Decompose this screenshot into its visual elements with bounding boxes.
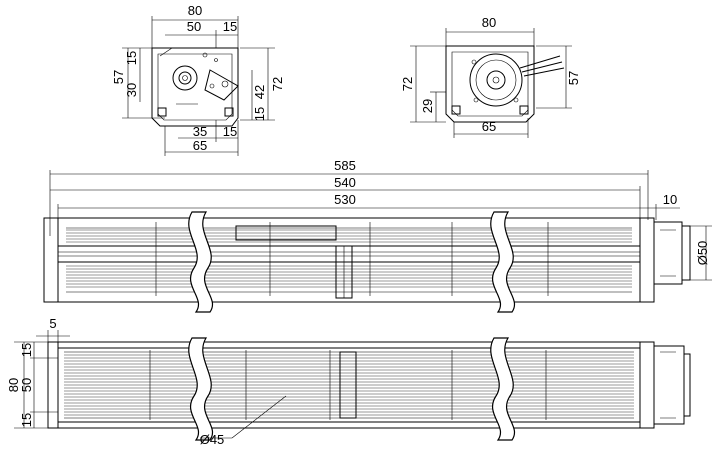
dim-29-right: 29 xyxy=(420,99,435,113)
dim-10: 10 xyxy=(663,192,677,207)
top-view: 5 80 15 50 15 Ø45 xyxy=(6,316,691,447)
dim-80-right: 80 xyxy=(482,15,496,30)
side-view: 585 540 530 10 Ø50 xyxy=(43,158,712,313)
dim-dia45: Ø45 xyxy=(200,432,225,447)
dim-80-left: 80 xyxy=(188,3,202,18)
dim-50-left: 50 xyxy=(187,19,201,34)
side-view-blades xyxy=(66,222,632,296)
top-view-blades xyxy=(64,350,634,420)
dim-57-right: 57 xyxy=(566,71,581,85)
dim-30-left: 30 xyxy=(124,83,139,97)
dim-80-top: 80 xyxy=(6,378,21,392)
dim-72-left: 72 xyxy=(270,77,285,91)
dim-15-top-a: 15 xyxy=(19,343,34,357)
dim-585: 585 xyxy=(334,158,356,173)
dim-57-left: 57 xyxy=(111,70,126,84)
dim-dia50: Ø50 xyxy=(695,241,710,266)
end-view-right: 80 72 29 57 65 xyxy=(400,15,581,138)
dim-15-right-left: 15 xyxy=(252,107,267,121)
end-view-left: 80 50 15 57 15 30 42 72 15 xyxy=(111,3,285,156)
dim-42-left: 42 xyxy=(252,85,267,99)
dim-530: 530 xyxy=(334,192,356,207)
dim-72-right: 72 xyxy=(400,77,415,91)
dim-50-top: 50 xyxy=(19,378,34,392)
dim-15-top-left: 15 xyxy=(223,19,237,34)
dim-5: 5 xyxy=(49,316,56,331)
dim-15-bottom-left: 15 xyxy=(223,124,237,139)
dim-15-left: 15 xyxy=(124,51,139,65)
dim-15-top-b: 15 xyxy=(19,413,34,427)
dim-35-left: 35 xyxy=(193,124,207,139)
dim-540: 540 xyxy=(334,175,356,190)
dim-65-right: 65 xyxy=(482,119,496,134)
dim-65-left: 65 xyxy=(193,138,207,153)
